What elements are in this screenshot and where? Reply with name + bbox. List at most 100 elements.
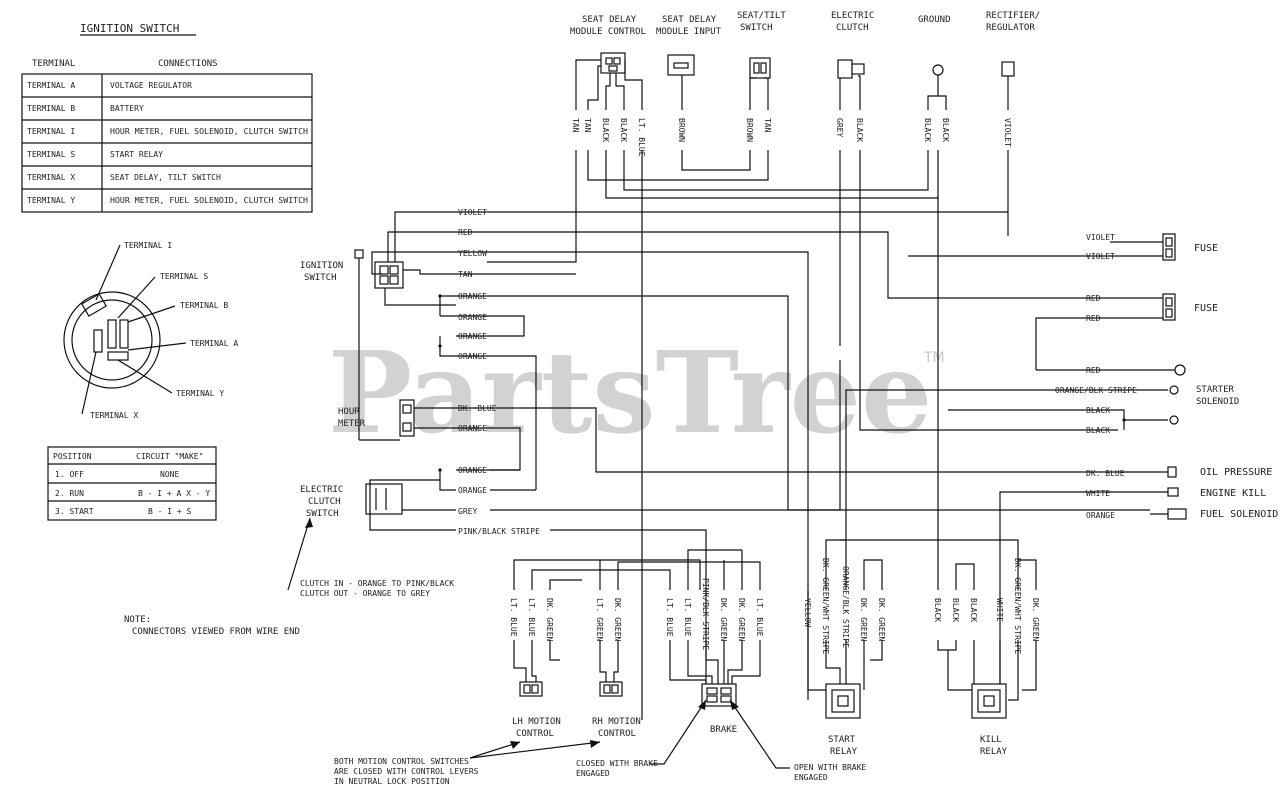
svg-text:DK. GREEN: DK. GREEN bbox=[737, 598, 746, 642]
terminal-label: TERMINAL X bbox=[90, 411, 138, 420]
wire-label: RED bbox=[1086, 366, 1101, 375]
rh-motion-control: RH MOTION CONTROL bbox=[592, 681, 641, 739]
ignition-row-terminal: TERMINAL Y bbox=[27, 196, 75, 205]
svg-text:RECTIFIER/: RECTIFIER/ bbox=[986, 11, 1040, 21]
svg-text:BOTH MOTION CONTROL SWITCHES: BOTH MOTION CONTROL SWITCHES bbox=[334, 757, 469, 766]
circuit-row: NONE bbox=[160, 470, 179, 479]
wire-label: ORANGE bbox=[458, 332, 487, 341]
lh-motion-control: LH MOTION CONTROL bbox=[512, 681, 561, 739]
svg-text:DK. GREEN: DK. GREEN bbox=[859, 598, 868, 642]
fuse-1: FUSE VIOLET VIOLET bbox=[908, 233, 1218, 261]
svg-text:SOLENOID: SOLENOID bbox=[1196, 397, 1239, 407]
wire-label: GREY bbox=[835, 118, 844, 137]
ignition-row-connection: HOUR METER, FUEL SOLENOID, CLUTCH SWITCH bbox=[110, 196, 308, 205]
wire-label: GREY bbox=[458, 507, 477, 516]
wire-label: VIOLET bbox=[1086, 252, 1115, 261]
electric-clutch: ELECTRIC CLUTCH bbox=[831, 11, 874, 79]
starter-solenoid: ORANGE/BLK STRIPE STARTER SOLENOID bbox=[845, 385, 1239, 560]
position-row: 3. START bbox=[55, 507, 94, 516]
svg-text:MODULE INPUT: MODULE INPUT bbox=[656, 27, 722, 37]
svg-text:DK. GREEN: DK. GREEN bbox=[719, 598, 728, 642]
wire-label: ORANGE bbox=[458, 424, 487, 433]
start-relay: START RELAY bbox=[825, 683, 861, 757]
svg-text:IGNITION: IGNITION bbox=[300, 261, 343, 271]
ground-terminal: GROUND bbox=[918, 15, 951, 84]
svg-text:LT. BLUE: LT. BLUE bbox=[509, 598, 518, 637]
wire-label: ORANGE bbox=[458, 292, 487, 301]
red-ring-terminal: RED bbox=[1036, 364, 1186, 376]
svg-text:MODULE CONTROL: MODULE CONTROL bbox=[570, 27, 646, 37]
wire-label: ORANGE bbox=[458, 486, 487, 495]
svg-text:BLACK: BLACK bbox=[969, 598, 978, 622]
clutch-note: CLUTCH IN - ORANGE TO PINK/BLACK CLUTCH … bbox=[287, 517, 454, 598]
oil-pressure: OIL PRESSURE DK. BLUE bbox=[1086, 466, 1272, 478]
svg-text:STARTER: STARTER bbox=[1196, 385, 1235, 395]
svg-text:CLUTCH OUT - ORANGE TO GREY: CLUTCH OUT - ORANGE TO GREY bbox=[300, 589, 430, 598]
wire-label: ORANGE/BLK STRIPE bbox=[1055, 386, 1137, 395]
svg-text:IN NEUTRAL LOCK POSITION: IN NEUTRAL LOCK POSITION bbox=[334, 777, 450, 786]
ignition-row-terminal: TERMINAL A bbox=[27, 81, 75, 90]
bottom-wire-labels: LT. BLUE LT. BLUE DK. GREEN LT. GREEN DK… bbox=[509, 558, 1040, 655]
svg-text:METER: METER bbox=[338, 419, 366, 429]
terminal-label: TERMINAL S bbox=[160, 272, 208, 281]
svg-text:LT. GREEN: LT. GREEN bbox=[595, 598, 604, 642]
svg-text:SWITCH: SWITCH bbox=[306, 509, 339, 519]
ignition-switch-face: TERMINAL I TERMINAL S TERMINAL B TERMINA… bbox=[63, 241, 238, 420]
terminal-label: TERMINAL B bbox=[180, 301, 228, 310]
wire-label: BLACK bbox=[1086, 406, 1110, 415]
wire-label: ORANGE bbox=[1086, 511, 1115, 520]
ignition-row-connection: BATTERY bbox=[110, 104, 144, 113]
wire-label: PINK/BLACK STRIPE bbox=[458, 527, 540, 536]
circuit-row: B - I + A X - Y bbox=[138, 489, 210, 498]
wire-label: DK. BLUE bbox=[1086, 469, 1125, 478]
wire-label: BLACK bbox=[941, 118, 950, 142]
svg-text:REGULATOR: REGULATOR bbox=[986, 23, 1035, 33]
ignition-row-terminal: TERMINAL X bbox=[27, 173, 75, 182]
svg-text:PINK/BLK STRIPE: PINK/BLK STRIPE bbox=[701, 578, 710, 650]
wire-label: WHITE bbox=[1086, 489, 1110, 498]
svg-text:OIL PRESSURE: OIL PRESSURE bbox=[1200, 467, 1272, 478]
bottom-wires bbox=[513, 196, 1037, 701]
wire-label: ORANGE bbox=[458, 466, 487, 475]
svg-text:YELLOW: YELLOW bbox=[803, 598, 812, 627]
watermark: PartsTree TM bbox=[328, 328, 945, 459]
svg-text:ENGINE KILL: ENGINE KILL bbox=[1200, 488, 1266, 499]
wire-label: VIOLET bbox=[458, 208, 487, 217]
svg-text:LH MOTION: LH MOTION bbox=[512, 717, 561, 727]
svg-text:SEAT DELAY: SEAT DELAY bbox=[662, 15, 717, 25]
black-ground-pair: BLACK BLACK bbox=[948, 406, 1179, 435]
ignition-row-connection: VOLTAGE REGULATOR bbox=[110, 81, 192, 90]
svg-text:LT. BLUE: LT. BLUE bbox=[683, 598, 692, 637]
seat-tilt-switch: SEAT/TILT SWITCH bbox=[737, 11, 786, 79]
position-row: 2. RUN bbox=[55, 489, 84, 498]
ignition-table-header-connections: CONNECTIONS bbox=[158, 59, 218, 69]
wire-label: ORANGE bbox=[458, 352, 487, 361]
ignition-row-connection: START RELAY bbox=[110, 150, 163, 159]
svg-text:RH MOTION: RH MOTION bbox=[592, 717, 641, 727]
fuel-solenoid: FUEL SOLENOID ORANGE bbox=[1086, 508, 1278, 520]
svg-text:ELECTRIC: ELECTRIC bbox=[831, 11, 874, 21]
wire-label: TAN bbox=[583, 118, 592, 133]
svg-text:RELAY: RELAY bbox=[980, 747, 1008, 757]
watermark-text: PartsTree bbox=[328, 328, 932, 459]
ignition-row-connection: HOUR METER, FUEL SOLENOID, CLUTCH SWITCH bbox=[110, 127, 308, 136]
svg-text:BLACK: BLACK bbox=[933, 598, 942, 622]
rectifier-regulator: RECTIFIER/ REGULATOR bbox=[986, 11, 1040, 77]
position-row: 1. OFF bbox=[55, 470, 84, 479]
svg-text:DK. GREEN: DK. GREEN bbox=[1031, 598, 1040, 642]
svg-text:GROUND: GROUND bbox=[918, 15, 951, 25]
svg-text:BRAKE: BRAKE bbox=[710, 725, 737, 735]
position-table: POSITION CIRCUIT "MAKE" 1. OFF NONE 2. R… bbox=[47, 446, 217, 521]
svg-text:START: START bbox=[828, 735, 856, 745]
wire-label: BLACK bbox=[923, 118, 932, 142]
wire-label: RED bbox=[1086, 294, 1101, 303]
ignition-row-terminal: TERMINAL B bbox=[27, 104, 75, 113]
wire-label: YELLOW bbox=[458, 249, 487, 258]
ignition-row-connection: SEAT DELAY, TILT SWITCH bbox=[110, 173, 221, 182]
circuit-header: CIRCUIT "MAKE" bbox=[136, 452, 203, 461]
svg-text:CONNECTORS VIEWED FROM WIRE EN: CONNECTORS VIEWED FROM WIRE END bbox=[132, 627, 300, 637]
ignition-wires: VIOLET RED YELLOW TAN ORANGE ORANGE ORAN… bbox=[371, 208, 1165, 700]
bottom-notes: BOTH MOTION CONTROL SWITCHES ARE CLOSED … bbox=[334, 699, 866, 786]
hour-meter: HOUR METER DK. BLUE ORANGE bbox=[338, 399, 1170, 473]
wire-label: BLACK bbox=[1086, 426, 1110, 435]
